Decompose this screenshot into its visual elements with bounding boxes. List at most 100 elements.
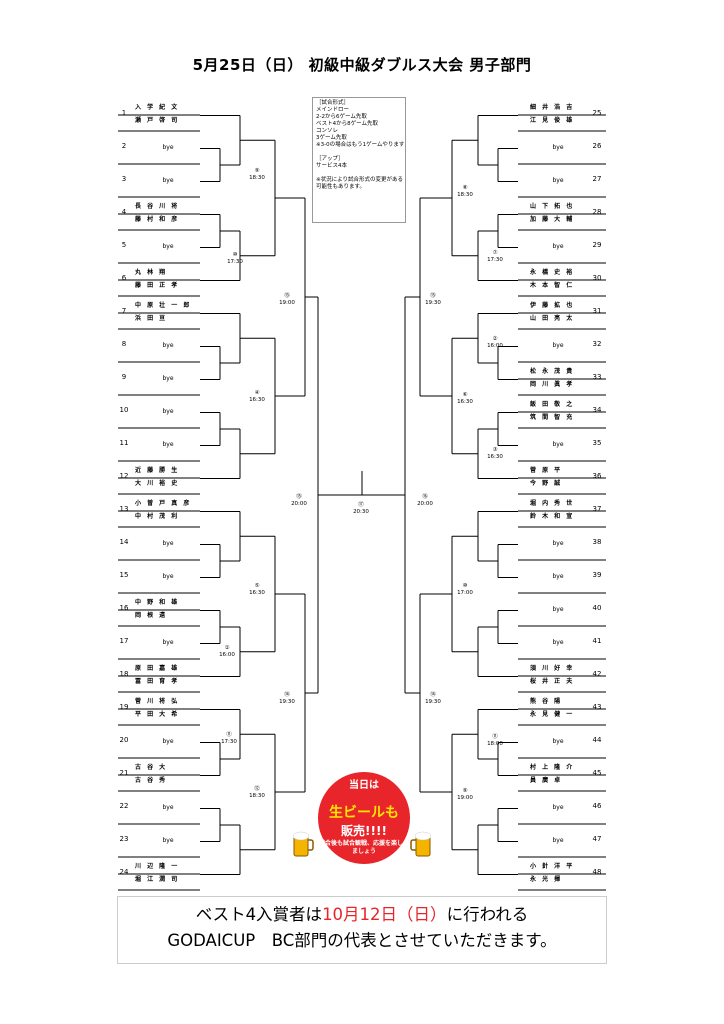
player-name: 伊 藤 拡 也 xyxy=(530,302,575,309)
match-time: 19:30 xyxy=(425,699,441,705)
player-name: 須 川 好 幸 xyxy=(530,665,575,672)
match-number: ⑮ xyxy=(430,293,436,299)
seed-number: 15 xyxy=(119,571,129,579)
bye-entry: bye xyxy=(552,540,564,547)
footer-date: 10月12日（日） xyxy=(322,905,447,924)
match-number: ⑬ xyxy=(284,293,290,299)
seed-number: 34 xyxy=(592,406,602,414)
player-name: 近 藤 勝 生 xyxy=(135,467,180,474)
player-name: 中 原 壮 一 郎 xyxy=(135,302,192,309)
player-name: 山 下 拓 也 xyxy=(530,203,575,210)
match-time: 17:30 xyxy=(221,739,237,745)
seed-number: 7 xyxy=(121,307,127,315)
player-name: 堀 江 潤 司 xyxy=(135,876,180,883)
player-name: 加 藤 大 輔 xyxy=(530,216,575,223)
seed-number: 41 xyxy=(592,637,602,645)
bye-entry: bye xyxy=(162,375,174,382)
rules-line: ベスト4から8ゲーム先取 xyxy=(316,121,378,127)
bye-entry: bye xyxy=(552,177,564,184)
player-name: 平 田 大 希 xyxy=(135,711,180,718)
seed-number: 31 xyxy=(592,307,602,315)
player-name: 岡 川 眞 孝 xyxy=(530,381,575,388)
seed-number: 29 xyxy=(592,241,602,249)
match-number: ⑯ xyxy=(422,494,428,500)
seed-number: 30 xyxy=(592,274,602,282)
match-time: 20:00 xyxy=(291,501,307,507)
match-number: ④ xyxy=(254,390,260,396)
match-number: ⑩ xyxy=(462,583,468,589)
match-time: 18:30 xyxy=(249,793,265,799)
player-name: 小 針 洋 平 xyxy=(530,863,575,870)
seed-number: 32 xyxy=(592,340,602,348)
player-name: 菅 原 平 xyxy=(530,467,563,474)
beer-mug-icon-right xyxy=(410,830,432,858)
match-time: 16:00 xyxy=(219,652,235,658)
footer-text-b: に行われる xyxy=(446,905,529,924)
player-name: 江 見 俊 雄 xyxy=(530,117,575,124)
promo-line-1: 当日は xyxy=(349,780,379,791)
bye-entry: bye xyxy=(552,441,564,448)
player-name: 松 永 茂 貴 xyxy=(530,368,575,375)
promo-line-3: 販売!!!! xyxy=(341,824,387,838)
seed-number: 16 xyxy=(119,604,129,612)
player-name: 桜 井 正 夫 xyxy=(530,678,575,685)
match-number: ⑦ xyxy=(492,250,498,256)
seed-number: 42 xyxy=(592,670,602,678)
bye-entry: bye xyxy=(162,144,174,151)
footer-text-a: ベスト4入賞者は xyxy=(195,905,323,924)
seed-number: 21 xyxy=(119,769,129,777)
footer-line-1: ベスト4入賞者は10月12日（日）に行われる xyxy=(118,902,606,928)
bye-entry: bye xyxy=(552,639,564,646)
rules-line: コンソレ xyxy=(316,128,339,134)
match-time: 19:30 xyxy=(425,300,441,306)
rules-line: 3ゲーム先取 xyxy=(316,135,347,141)
bye-entry: bye xyxy=(552,243,564,250)
rules-line xyxy=(316,170,402,177)
bye-entry: bye xyxy=(162,441,174,448)
player-name: 川 辺 隆 一 xyxy=(135,863,180,870)
match-time: 19:00 xyxy=(279,300,295,306)
match-time: 18:30 xyxy=(457,192,473,198)
rules-line: 2-2から6ゲーム先取 xyxy=(316,114,367,120)
rules-line: サービス4本 xyxy=(316,163,347,169)
seed-number: 47 xyxy=(592,835,602,843)
rules-line xyxy=(316,149,402,156)
match-time: 20:30 xyxy=(353,509,369,515)
seed-number: 36 xyxy=(592,472,602,480)
bye-entry: bye xyxy=(162,342,174,349)
match-number: ⑨ xyxy=(462,788,468,794)
seed-number: 9 xyxy=(121,373,127,381)
player-name: 瀬 戸 啓 司 xyxy=(135,117,180,124)
footer-line-2: GODAICUP BC部門の代表とさせていただきます。 xyxy=(167,931,557,950)
player-name: 員 廣 卓 xyxy=(530,777,563,784)
player-name: 冨 田 育 孝 xyxy=(135,678,180,685)
seed-number: 44 xyxy=(592,736,602,744)
seed-number: 26 xyxy=(592,142,602,150)
bye-entry: bye xyxy=(162,177,174,184)
seed-number: 20 xyxy=(119,736,129,744)
seed-number: 37 xyxy=(592,505,602,513)
match-number: ⑭ xyxy=(284,692,290,698)
match-time: 17:30 xyxy=(227,259,243,265)
bye-entry: bye xyxy=(552,342,564,349)
match-time: 16:30 xyxy=(249,590,265,596)
seed-number: 19 xyxy=(119,703,129,711)
match-number: ⑤ xyxy=(254,583,260,589)
seed-number: 28 xyxy=(592,208,602,216)
match-time: 17:30 xyxy=(487,257,503,263)
player-name: 小 曽 戸 真 彦 xyxy=(135,500,192,507)
match-time: 17:00 xyxy=(457,590,473,596)
promo-line-2: 生ビールも xyxy=(329,805,399,821)
seed-number: 8 xyxy=(121,340,127,348)
match-number: ⑨ xyxy=(254,168,260,174)
match-number: ⑰ xyxy=(358,502,364,508)
bye-entry: bye xyxy=(162,738,174,745)
